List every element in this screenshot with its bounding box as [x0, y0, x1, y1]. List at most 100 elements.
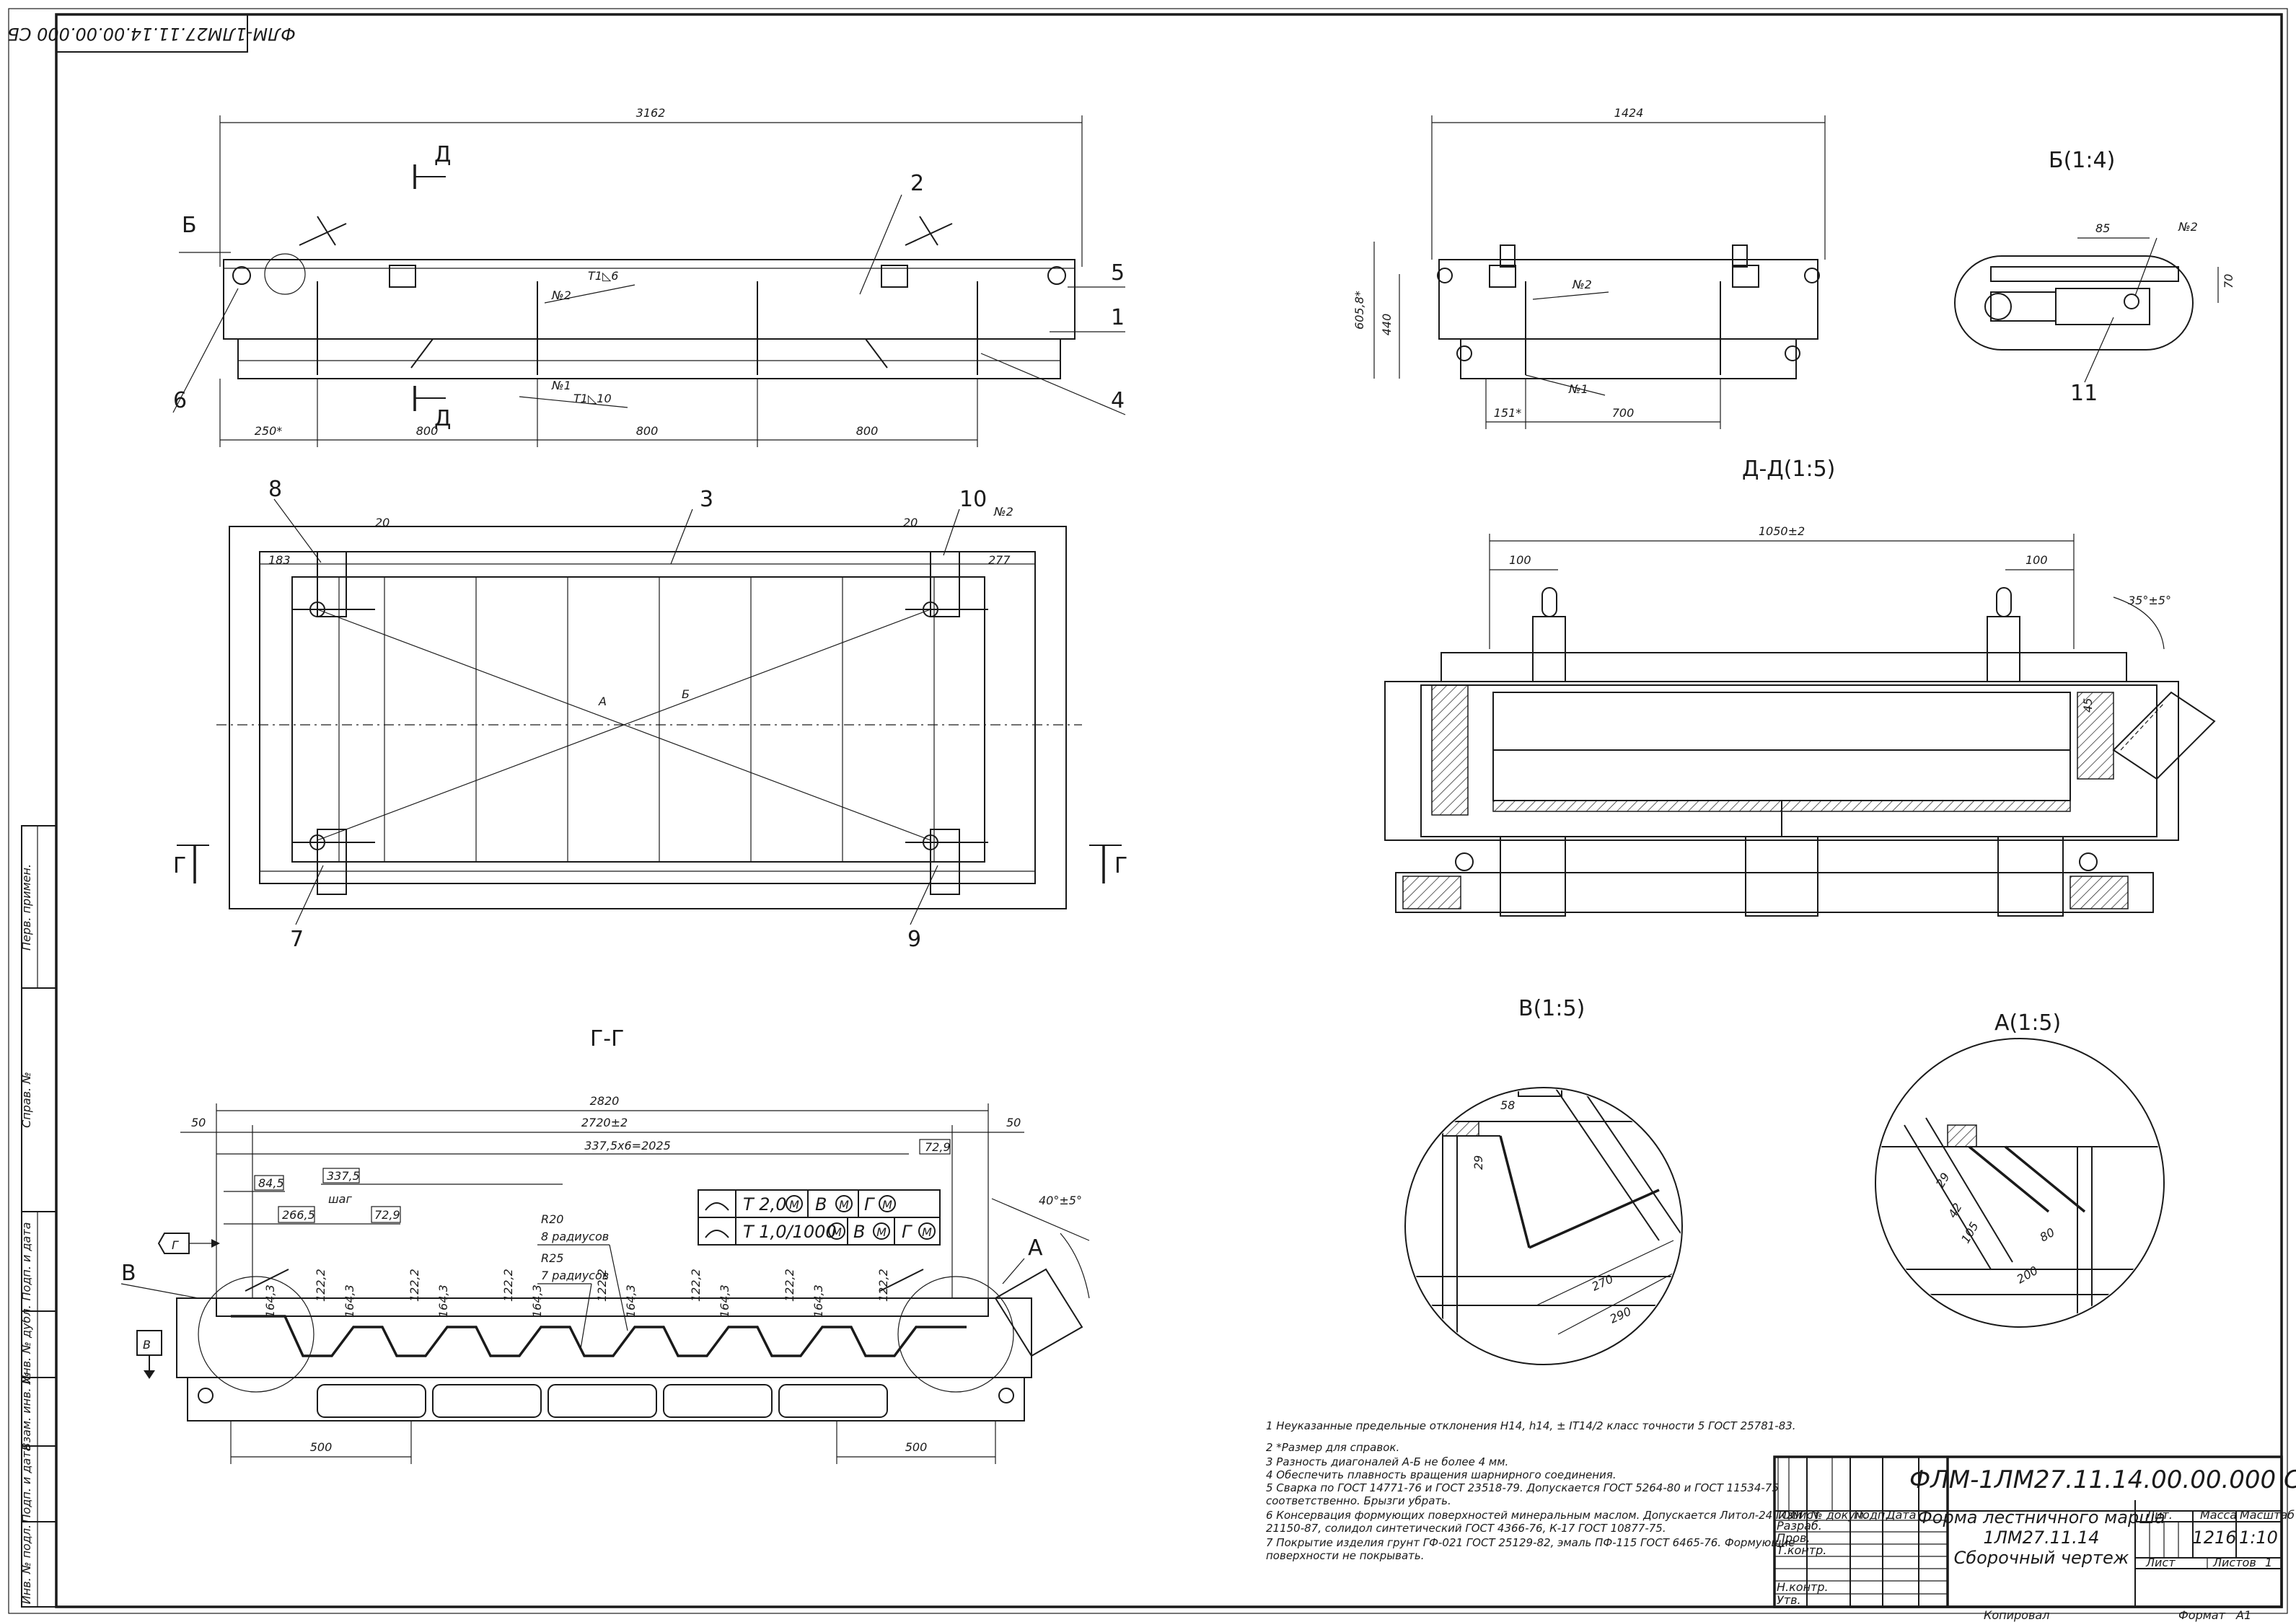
tb-format-label: Формат	[2178, 1608, 2226, 1622]
label-7: 7	[290, 927, 304, 952]
gg-h-1: 164,3	[263, 1284, 277, 1318]
dd-dim-angle: 35°±5°	[2128, 594, 2171, 607]
title-detail-v: В(1:5)	[1518, 996, 1585, 1021]
dim-total-length: 3162	[636, 106, 666, 120]
inner-frame	[55, 13, 2283, 1608]
dim-span-3: 800	[856, 424, 879, 438]
top-left-stamp: ФЛМ-1ЛМ27.11.14.00.00.000 СБ	[7, 14, 296, 53]
a-dim-200: 200	[2015, 1264, 2041, 1287]
section-dd: Д-Д(1:5) 1050±2 100 100 35°±5° 45	[1384, 457, 2216, 917]
gg-dim-r20: R20	[541, 1212, 563, 1226]
a-dim-80: 80	[2038, 1225, 2057, 1245]
dim-left: 250*	[255, 424, 283, 438]
dim-277: 277	[988, 553, 1011, 567]
dd-dim-45: 45	[2081, 698, 2095, 713]
tb-lit: Лит.	[2145, 1508, 2173, 1522]
dim-span-1: 800	[416, 424, 439, 438]
tolerance-frame: Т 2,0 М В М Г М Т 1,0/1000 М В М Г М	[698, 1189, 941, 1246]
gg-w-5: 122,2	[689, 1269, 703, 1302]
gg-dim-r25: R25	[541, 1251, 563, 1265]
gg-dim-84-5: 84,5	[258, 1176, 284, 1190]
gg-w-1: 122,2	[314, 1269, 327, 1302]
tol-row1-m1: М	[789, 1198, 799, 1212]
tol-row1-base-v: В	[815, 1194, 827, 1215]
gg-dim-r25-note: 7 радиусов	[541, 1269, 609, 1282]
tb-col-date: Дата	[1886, 1508, 1916, 1522]
label-5: 5	[1111, 260, 1125, 286]
tol-row1-value: Т 2,0	[743, 1194, 786, 1215]
label-1: 1	[1111, 305, 1125, 330]
a-dim-42: 42	[1945, 1201, 1965, 1220]
outer-frame	[8, 8, 2288, 1614]
tb-scale-header: Масштаб	[2240, 1508, 2295, 1522]
technical-notes: 1 Неуказанные предельные отклонения Н14,…	[1266, 1419, 1806, 1562]
strip-sprav: Справ. №	[19, 1072, 33, 1128]
gg-h-3: 164,3	[436, 1284, 450, 1318]
label-9: 9	[907, 927, 921, 952]
tb-mass-header: Масса	[2200, 1508, 2237, 1522]
note-6: 6 Консервация формующих поверхностей мин…	[1266, 1509, 1806, 1522]
tb-row-utv: Утв.	[1777, 1593, 1801, 1607]
tol-row1-m3: М	[882, 1198, 892, 1212]
gg-h-2: 164,3	[343, 1284, 356, 1318]
gg-w-3: 122,2	[501, 1269, 515, 1302]
tb-row-razrab: Разраб.	[1777, 1519, 1822, 1533]
v-dim-29: 29	[1472, 1155, 1485, 1170]
gg-dim-r20-note: 8 радиусов	[541, 1230, 609, 1243]
side-dim-height: 605,8*	[1352, 291, 1366, 330]
b-dim-85: 85	[2095, 221, 2110, 235]
dim-20: 20	[375, 516, 390, 529]
diag-a: А	[598, 695, 607, 708]
gg-h-6: 164,3	[718, 1284, 731, 1318]
note-4: 4 Обеспечить плавность вращения шарнирно…	[1266, 1468, 1617, 1481]
note-7b: поверхности не покрывать.	[1266, 1549, 1425, 1562]
strip-podp-1: Подп. и дата	[19, 1222, 33, 1301]
weld-sym-1: Т1◺6	[588, 269, 618, 283]
dd-dim-width: 1050±2	[1759, 524, 1805, 538]
weld-no2: №2	[551, 288, 571, 302]
gg-dim-50a: 50	[191, 1116, 206, 1129]
note-5: 5 Сварка по ГОСТ 14771-76 и ГОСТ 23518-7…	[1266, 1481, 1779, 1494]
front-view: 3162 250* 800 800 800 Б Д Д	[172, 106, 1126, 447]
label-g-right: Г	[1114, 853, 1127, 878]
strip-vzam-inv: Взам. инв. №	[19, 1372, 33, 1451]
side-dim-151: 151*	[1494, 406, 1522, 420]
title-detail-a: А(1:5)	[1994, 1010, 2061, 1036]
gg-dim-72-9a: 72,9	[925, 1140, 951, 1154]
side-weld-2: №1	[1568, 382, 1588, 396]
tol-row2-value: Т 1,0/1000	[743, 1222, 837, 1242]
tb-sheet: Лист	[2145, 1556, 2176, 1569]
label-d-top: Д	[434, 142, 451, 167]
tb-col-list: Лист	[1790, 1508, 1820, 1522]
label-8: 8	[268, 477, 282, 502]
note-6b: 21150-87, солидол синтетический ГОСТ 436…	[1266, 1522, 1666, 1535]
tb-name-3: Сборочный чертеж	[1954, 1548, 2129, 1568]
gg-dim-50b: 50	[1006, 1116, 1021, 1129]
label-b: Б	[182, 213, 197, 238]
gg-h-5: 164,3	[624, 1284, 638, 1318]
side-dim-700: 700	[1612, 406, 1635, 420]
gg-h-7: 164,3	[811, 1284, 825, 1318]
tb-row-nkontr: Н.контр.	[1777, 1580, 1829, 1594]
tb-format: А1	[2235, 1608, 2251, 1622]
label-4: 4	[1111, 388, 1125, 413]
tb-copied: Копировал	[1984, 1608, 2049, 1622]
tol-row2-base-v: В	[853, 1222, 865, 1242]
diag-b: Б	[682, 687, 690, 701]
tol-row2-m2: М	[876, 1225, 887, 1239]
b-dim-70: 70	[2222, 274, 2235, 288]
dim-183: 183	[268, 553, 291, 567]
strip-inv-podl: Инв. № подл.	[19, 1525, 33, 1604]
label-g-left: Г	[173, 853, 186, 878]
tb-code: ФЛМ-1ЛМ27.11.14.00.00.000 СБ	[1909, 1465, 2296, 1494]
side-view: 1424 605,8* 440 151* 700 №2 №1	[1352, 106, 1826, 429]
side-strip: Перв. примен. Справ. № Подп. и дата Инв.…	[19, 825, 57, 1608]
note-1: 1 Неуказанные предельные отклонения Н14,…	[1266, 1419, 1796, 1432]
gg-dim-337-5: 337,5	[327, 1169, 360, 1183]
plan-weld: №2	[993, 505, 1013, 519]
note-3: 3 Разность диагоналей А-Б не более 4 мм.	[1266, 1455, 1508, 1468]
gg-w-7: 122,2	[876, 1269, 890, 1302]
detail-a: А(1:5) 29 42 105 80 200	[1875, 1010, 2165, 1328]
strip-perv-primen: Перв. примен.	[19, 864, 33, 951]
label-2: 2	[910, 171, 924, 196]
